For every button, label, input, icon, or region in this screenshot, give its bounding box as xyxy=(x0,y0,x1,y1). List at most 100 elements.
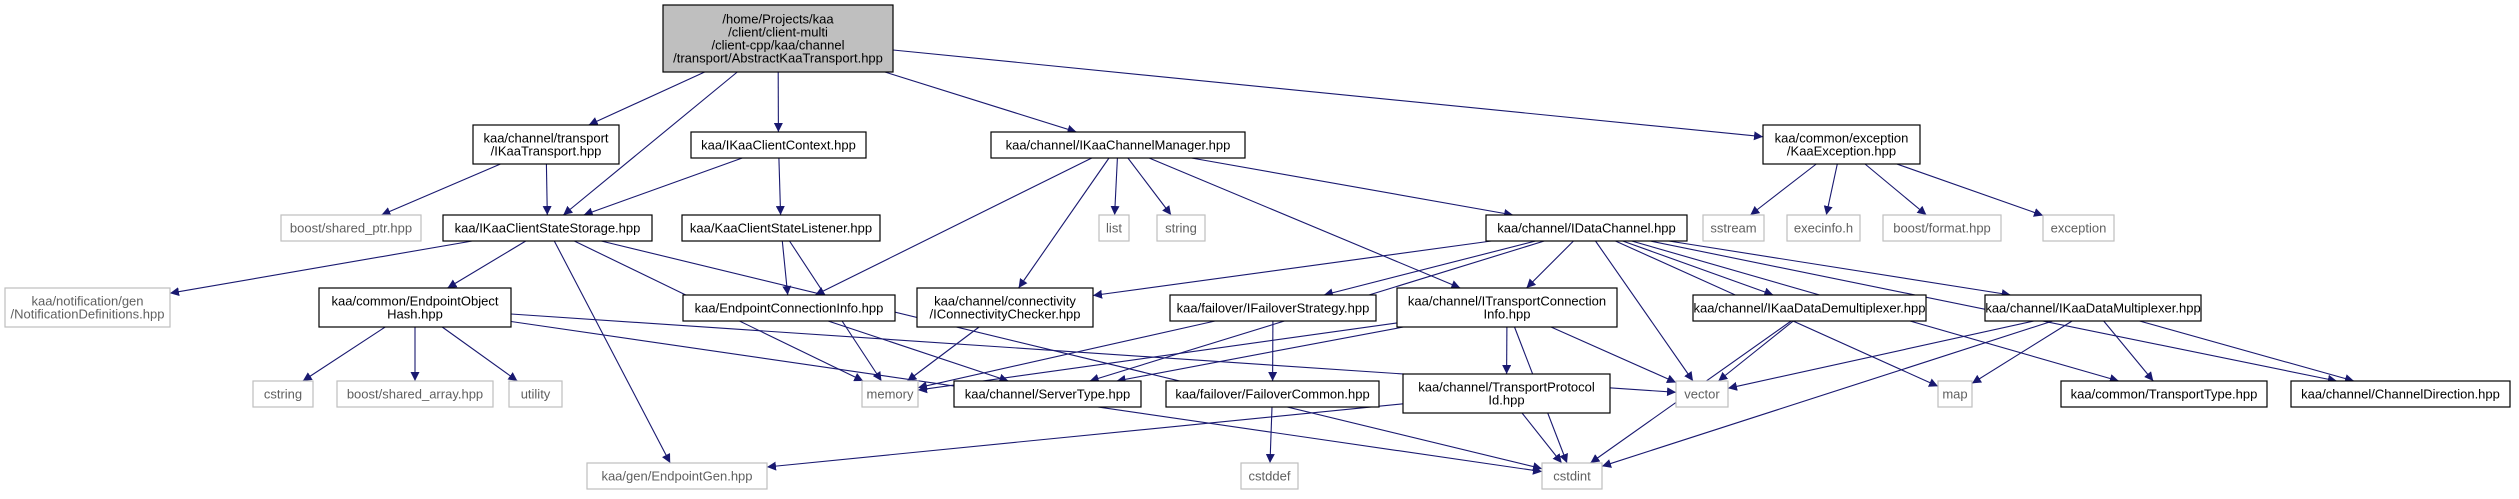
edge-kaaexception-to-sstream xyxy=(1749,163,1817,216)
node-sstream[interactable]: sstream xyxy=(1702,214,1765,242)
edge-ikaaclientstatestorage-to-endpointobjecthash xyxy=(447,240,527,289)
node-label-line: boost/format.hpp xyxy=(1893,221,1991,236)
node-label-line: sstream xyxy=(1710,221,1756,236)
node-label-line: kaa/channel/IKaaChannelManager.hpp xyxy=(1006,138,1231,153)
edge-root-to-ikaaclientstatestorage xyxy=(562,71,738,216)
node-label-line: string xyxy=(1165,221,1197,236)
edge-ikaachannelmanager-to-string xyxy=(1127,157,1172,216)
node-cstdint[interactable]: cstdint xyxy=(1541,462,1603,490)
node-shared_ptr[interactable]: boost/shared_ptr.hpp xyxy=(280,214,422,242)
node-label-line: kaa/channel/IDataChannel.hpp xyxy=(1497,221,1676,236)
node-box xyxy=(1762,124,1921,165)
node-kaaclientstatelistener[interactable]: kaa/KaaClientStateListener.hpp xyxy=(681,214,881,242)
node-label-line: memory xyxy=(867,387,914,402)
edge-ikaaclientstatestorage-to-endpointgen xyxy=(553,240,671,464)
node-label-line: kaa/channel/ChannelDirection.hpp xyxy=(2301,387,2500,402)
edge-failovercommon-to-cstddef xyxy=(1265,406,1275,464)
node-label-line: list xyxy=(1106,221,1122,236)
node-label-line: kaa/channel/transport xyxy=(483,131,608,146)
node-box xyxy=(1882,214,2002,242)
node-box xyxy=(1675,380,1729,408)
node-list[interactable]: list xyxy=(1098,214,1130,242)
node-idatachannel[interactable]: kaa/channel/IDataChannel.hpp xyxy=(1485,214,1688,242)
node-cstddef[interactable]: cstddef xyxy=(1240,462,1299,490)
node-box xyxy=(682,294,896,322)
node-servertype[interactable]: kaa/channel/ServerType.hpp xyxy=(953,380,1142,408)
node-box xyxy=(508,380,563,408)
node-string[interactable]: string xyxy=(1156,214,1206,242)
node-label-line: kaa/notification/gen xyxy=(31,294,143,309)
node-box xyxy=(252,380,314,408)
node-vector[interactable]: vector xyxy=(1675,380,1729,408)
node-box xyxy=(1937,380,1973,408)
node-ikaachannelmanager[interactable]: kaa/channel/IKaaChannelManager.hpp xyxy=(990,131,1246,159)
edge-ikaachannelmanager-to-itransportconnectioninfo xyxy=(1148,157,1461,289)
node-label-line: /client/client-multi xyxy=(728,25,828,40)
node-root[interactable]: /home/Projects/kaa/client/client-multi/c… xyxy=(662,4,894,73)
node-label-line: utility xyxy=(521,387,551,402)
edge-ikaatransport-to-shared_ptr xyxy=(381,163,501,216)
node-transporttype[interactable]: kaa/common/TransportType.hpp xyxy=(2060,380,2268,408)
node-notificationdefs[interactable]: kaa/notification/gen/NotificationDefinit… xyxy=(4,287,171,328)
node-box xyxy=(1702,214,1765,242)
edge-idatachannel-to-itransportconnectioninfo xyxy=(1526,240,1574,289)
node-box xyxy=(1396,287,1618,328)
edge-endpointobjecthash-to-cstring xyxy=(302,326,386,382)
edge-transportprotocolid-to-endpointgen xyxy=(766,403,1404,471)
node-label-line: /client-cpp/kaa/channel xyxy=(712,38,845,53)
node-box xyxy=(318,287,512,328)
node-label-line: cstddef xyxy=(1249,469,1291,484)
edge-ikaaclientcontext-to-ikaaclientstatestorage xyxy=(583,157,743,217)
node-label-line: Hash.hpp xyxy=(387,307,443,322)
edge-idatachannel-to-ikaadatamultiplexer xyxy=(1668,240,2011,299)
edge-ikaachannelmanager-to-list xyxy=(1110,157,1120,216)
node-box xyxy=(2290,380,2511,408)
node-label-line: kaa/channel/ITransportConnection xyxy=(1408,294,1606,309)
edge-kaaexception-to-exception xyxy=(1896,163,2044,217)
edge-ifailoverstrategy-to-memory xyxy=(917,320,1216,391)
node-label-line: kaa/gen/EndpointGen.hpp xyxy=(601,469,752,484)
edge-itransportconnectioninfo-to-servertype xyxy=(1116,326,1404,384)
node-endpointconnectioninfo[interactable]: kaa/EndpointConnectionInfo.hpp xyxy=(682,294,896,322)
node-box xyxy=(472,124,620,165)
node-ikaaclientcontext[interactable]: kaa/IKaaClientContext.hpp xyxy=(690,131,867,159)
node-box xyxy=(442,214,653,242)
node-label-line: execinfo.h xyxy=(1794,221,1853,236)
node-kaaexception[interactable]: kaa/common/exception/KaaException.hpp xyxy=(1762,124,1921,165)
node-box xyxy=(1692,294,1927,322)
node-memory[interactable]: memory xyxy=(861,380,919,408)
node-cstring[interactable]: cstring xyxy=(252,380,314,408)
node-ikaadatademultiplexer[interactable]: kaa/channel/IKaaDataDemultiplexer.hpp xyxy=(1692,294,1927,322)
edge-ikaadatamultiplexer-to-channeldirection xyxy=(2139,320,2355,383)
node-map[interactable]: map xyxy=(1937,380,1973,408)
node-channeldirection[interactable]: kaa/channel/ChannelDirection.hpp xyxy=(2290,380,2511,408)
node-label-line: cstring xyxy=(264,387,302,402)
node-iconnectivitychecker[interactable]: kaa/channel/connectivity/IConnectivityCh… xyxy=(916,287,1094,328)
node-failovercommon[interactable]: kaa/failover/FailoverCommon.hpp xyxy=(1165,380,1380,408)
node-label-line: kaa/IKaaClientContext.hpp xyxy=(701,138,856,153)
edge-idatachannel-to-ikaadatademultiplexer xyxy=(1622,240,1774,297)
node-utility[interactable]: utility xyxy=(508,380,563,408)
node-ikaatransport[interactable]: kaa/channel/transport/IKaaTransport.hpp xyxy=(472,124,620,165)
node-label-line: kaa/channel/connectivity xyxy=(934,294,1076,309)
node-label-line: Id.hpp xyxy=(1488,393,1524,408)
node-label-line: kaa/KaaClientStateListener.hpp xyxy=(690,221,872,236)
edge-ikaadatademultiplexer-to-vector xyxy=(1717,320,1794,382)
node-ikaadatamultiplexer[interactable]: kaa/channel/IKaaDataMultiplexer.hpp xyxy=(1984,294,2202,322)
node-boostformat[interactable]: boost/format.hpp xyxy=(1882,214,2002,242)
node-shared_array[interactable]: boost/shared_array.hpp xyxy=(336,380,494,408)
node-label-line: kaa/channel/IKaaDataDemultiplexer.hpp xyxy=(1694,301,1926,316)
node-box xyxy=(4,287,171,328)
edge-ikaatransport-to-ikaaclientstatestorage xyxy=(542,163,552,216)
edge-idatachannel-to-iconnectivitychecker xyxy=(1092,240,1492,299)
node-endpointgen[interactable]: kaa/gen/EndpointGen.hpp xyxy=(586,462,768,490)
node-box xyxy=(681,214,881,242)
node-ifailoverstrategy[interactable]: kaa/failover/IFailoverStrategy.hpp xyxy=(1169,294,1377,322)
node-execinfo[interactable]: execinfo.h xyxy=(1786,214,1861,242)
node-label-line: kaa/channel/ServerType.hpp xyxy=(965,387,1131,402)
node-exception[interactable]: exception xyxy=(2042,214,2115,242)
node-ikaaclientstatestorage[interactable]: kaa/IKaaClientStateStorage.hpp xyxy=(442,214,653,242)
